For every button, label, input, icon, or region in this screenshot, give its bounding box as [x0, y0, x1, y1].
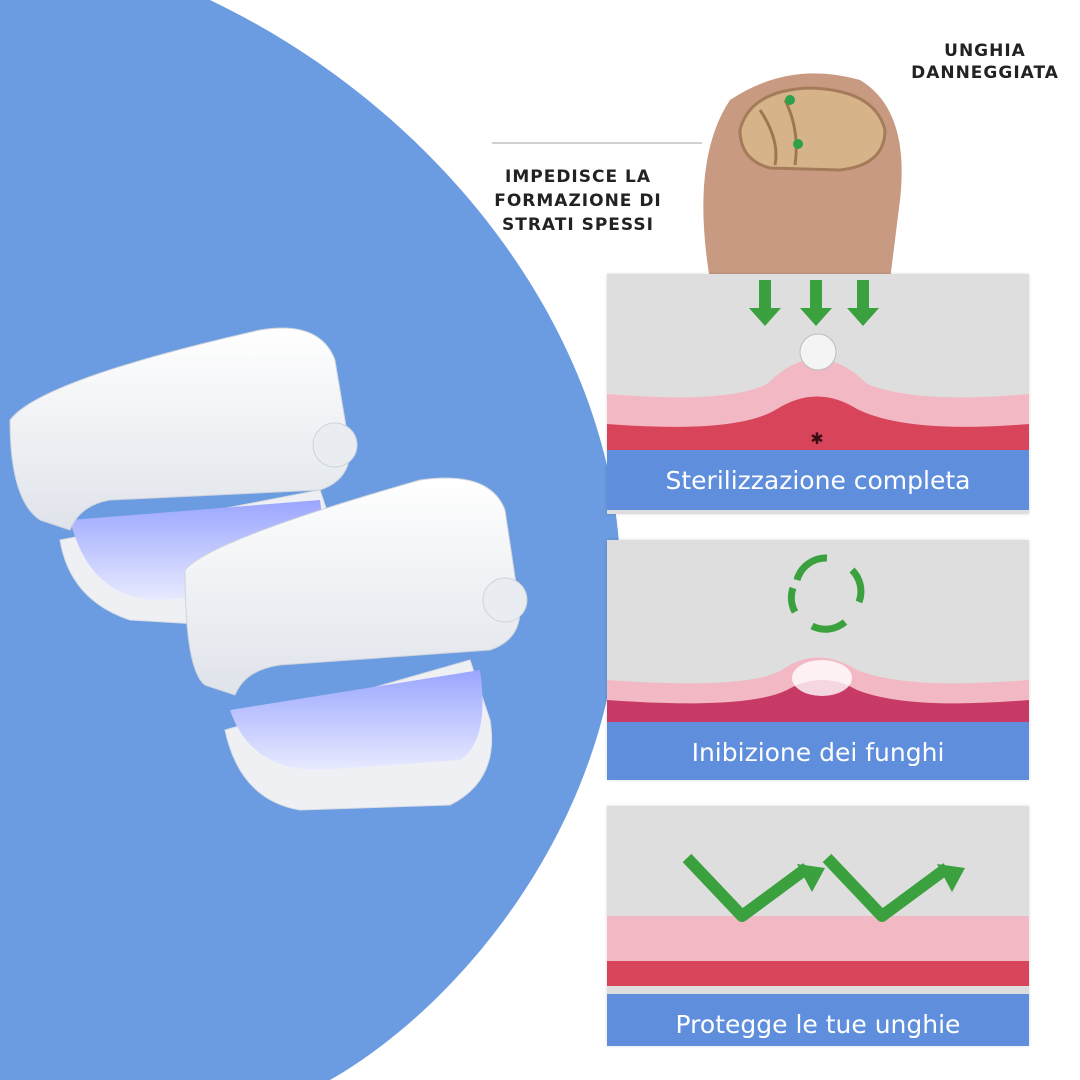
prevents-thick-layers-label: IMPEDISCE LA FORMAZIONE DI STRATI SPESSI [478, 165, 678, 237]
damaged-nail-label-line2: DANNEGGIATA [911, 63, 1059, 83]
prevents-label-line2: FORMAZIONE DI [494, 191, 662, 211]
panel-caption-fungi: Inibizione dei funghi [607, 722, 1029, 780]
device-front [184, 477, 528, 811]
damaged-nail-label: UNGHIA DANNEGGIATA [895, 40, 1075, 84]
panel-caption-protection: Protegge le tue unghie [607, 994, 1029, 1046]
damaged-nail-label-line1: UNGHIA [944, 41, 1026, 61]
panel-fungi-inhibition: Inibizione dei funghi [607, 540, 1029, 780]
panel-caption-sterilization: Sterilizzazione completa [607, 450, 1029, 510]
panel-nail-protection: Protegge le tue unghie [607, 806, 1029, 1046]
check-arrows-icon [682, 853, 951, 922]
panel-sterilization: ✱ Sterilizzazione completa [607, 274, 1029, 514]
callout-line [492, 142, 702, 144]
down-arrows-icon [749, 280, 879, 326]
svg-text:✱: ✱ [810, 429, 823, 448]
nail-laser-devices-illustration [9, 327, 528, 811]
fungi-inhibition-illustration [607, 540, 1029, 780]
damaged-toenail-illustration [703, 73, 902, 280]
prevents-label-line3: STRATI SPESSI [502, 215, 654, 235]
cycle-arrows-icon [787, 554, 865, 633]
prevents-label-line1: IMPEDISCE LA [505, 167, 651, 187]
